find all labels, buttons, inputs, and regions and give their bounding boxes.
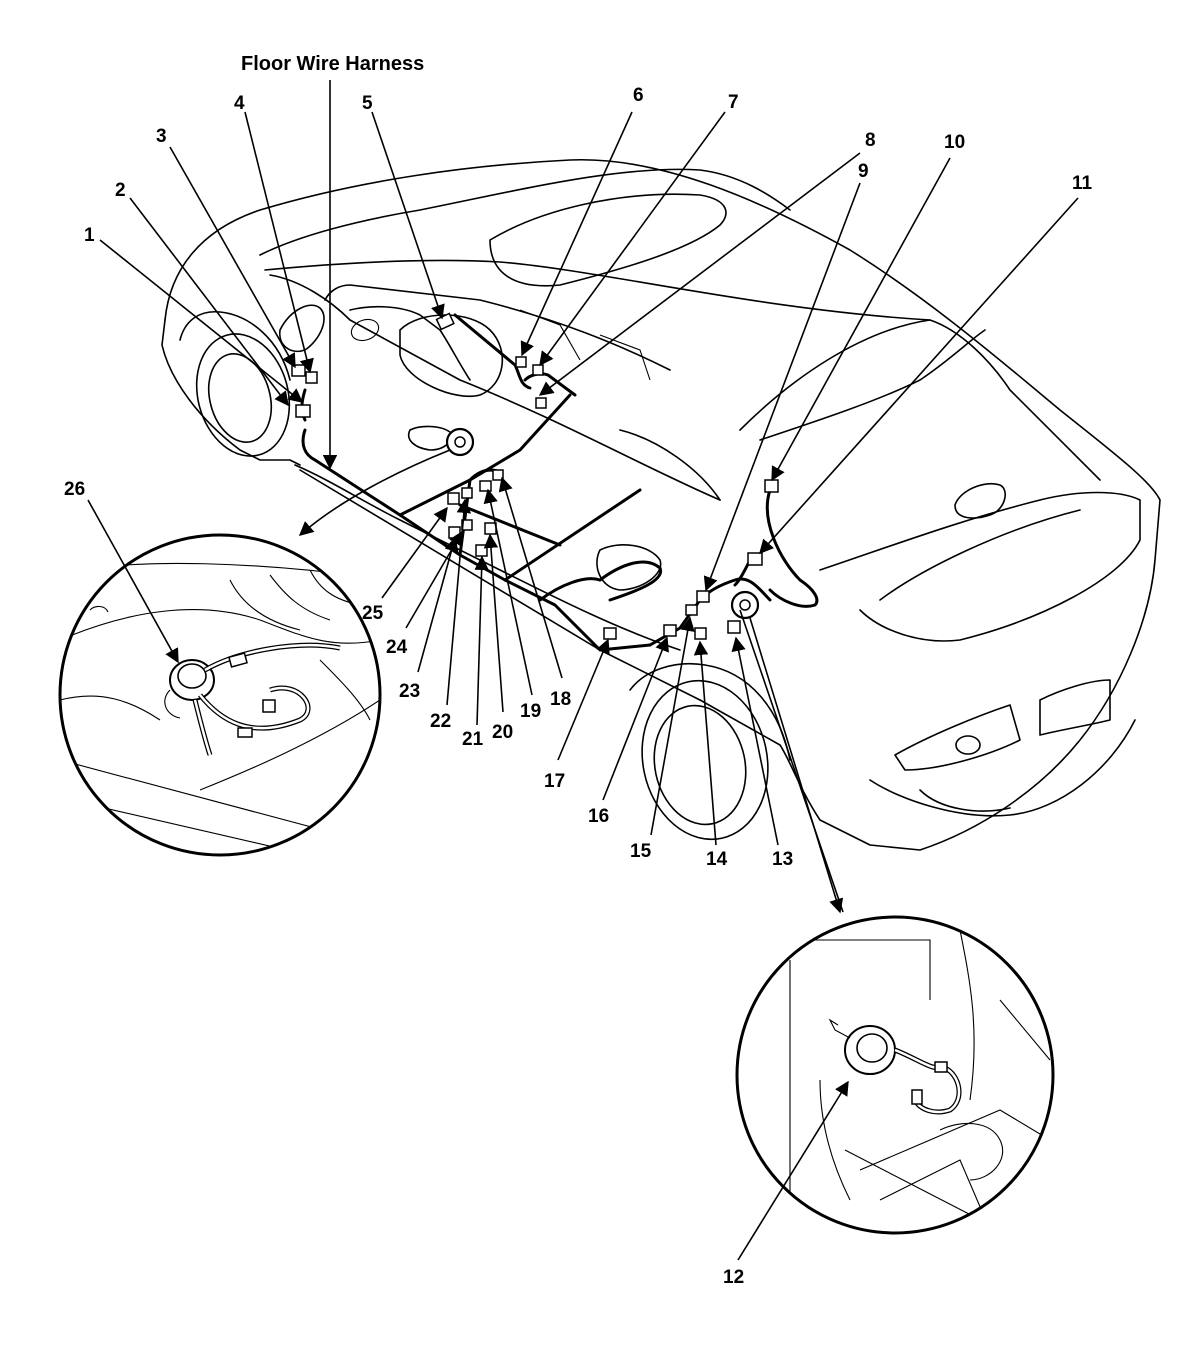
callout-26: 26 [64, 479, 85, 500]
callout-13: 13 [772, 849, 793, 870]
callout-2: 2 [115, 180, 126, 201]
callout-19: 19 [520, 701, 541, 722]
callout-21: 21 [462, 729, 484, 750]
detail-view-right [735, 915, 1055, 1235]
callout-20: 20 [492, 722, 513, 743]
callout-1: 1 [84, 225, 95, 246]
leader-lines [87, 80, 1079, 1261]
detail-view-left [58, 533, 382, 857]
callout-22: 22 [430, 711, 451, 732]
callout-6: 6 [633, 85, 644, 106]
callout-3: 3 [156, 126, 167, 147]
callout-17: 17 [544, 771, 565, 792]
labels: Floor Wire Harness 1 2 3 4 5 6 7 8 9 10 … [64, 53, 1093, 1288]
car-body-outline [161, 158, 1161, 851]
callout-5: 5 [362, 93, 373, 114]
callout-9: 9 [858, 161, 869, 182]
callout-11: 11 [1072, 173, 1093, 194]
callout-12: 12 [723, 1267, 744, 1288]
callout-23: 23 [399, 681, 420, 702]
round-units [445, 427, 760, 620]
callout-15: 15 [630, 841, 652, 862]
callout-18: 18 [550, 689, 571, 710]
floor-wire-harness [300, 313, 819, 652]
callout-16: 16 [588, 806, 609, 827]
callout-10: 10 [944, 132, 965, 153]
callout-24: 24 [386, 637, 408, 658]
callout-4: 4 [234, 93, 245, 114]
callout-8: 8 [865, 130, 876, 151]
callout-7: 7 [728, 92, 739, 113]
callout-25: 25 [362, 603, 384, 624]
harness-title: Floor Wire Harness [241, 53, 424, 75]
harness-connectors [291, 312, 779, 640]
callout-14: 14 [706, 849, 728, 870]
